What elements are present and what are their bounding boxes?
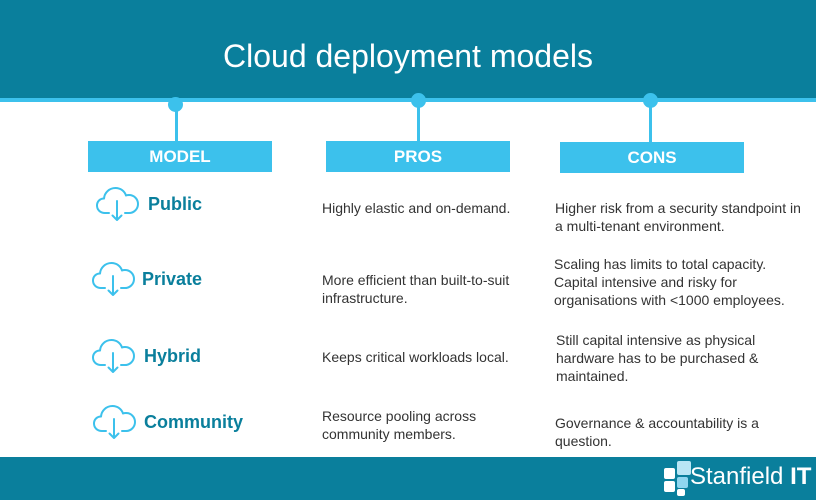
cloud-download-icon (92, 339, 135, 373)
pros-public-text: Highly elastic and on-demand. (322, 200, 511, 216)
cons-hybrid-text: Still capital intensive as physical hard… (556, 332, 759, 384)
model-connector (175, 104, 178, 142)
pros-column-header: PROS (326, 141, 510, 172)
cons-public-text: Higher risk from a security standpoint i… (555, 200, 801, 234)
model-column-header: MODEL (88, 141, 272, 172)
model-private-label: Private (142, 269, 203, 289)
cloud-download-icon (93, 405, 136, 439)
pros-hybrid-text: Keeps critical workloads local. (322, 349, 509, 365)
pros-community-text: Resource pooling across community member… (322, 408, 477, 442)
page-title: Cloud deployment models (223, 38, 593, 74)
cons-column-header: CONS (560, 142, 744, 173)
cons-community-text: Governance & accountability is a questio… (555, 415, 759, 449)
pros-private-text: More efficient than built-to-suit infras… (322, 272, 510, 306)
model-connector-dot (168, 97, 183, 112)
cloud-download-icon (96, 187, 139, 221)
cloud-download-icon (92, 262, 135, 296)
header-divider (0, 98, 816, 102)
pros-connector (417, 100, 420, 141)
logo-wordmark: Stanfield IT (690, 463, 811, 491)
cons-private-text: Scaling has limits to total capacity. Ca… (554, 256, 785, 308)
logo-suffix: IT (790, 463, 812, 490)
model-public-label: Public (148, 194, 203, 214)
header-banner (0, 0, 816, 98)
pros-connector-dot (411, 93, 426, 108)
stanfield-logo-icon (664, 461, 691, 496)
cons-connector-dot (643, 93, 658, 108)
model-community-label: Community (144, 412, 243, 432)
logo-name: Stanfield (690, 463, 784, 490)
cons-connector (649, 100, 652, 142)
model-hybrid-label: Hybrid (144, 346, 202, 366)
